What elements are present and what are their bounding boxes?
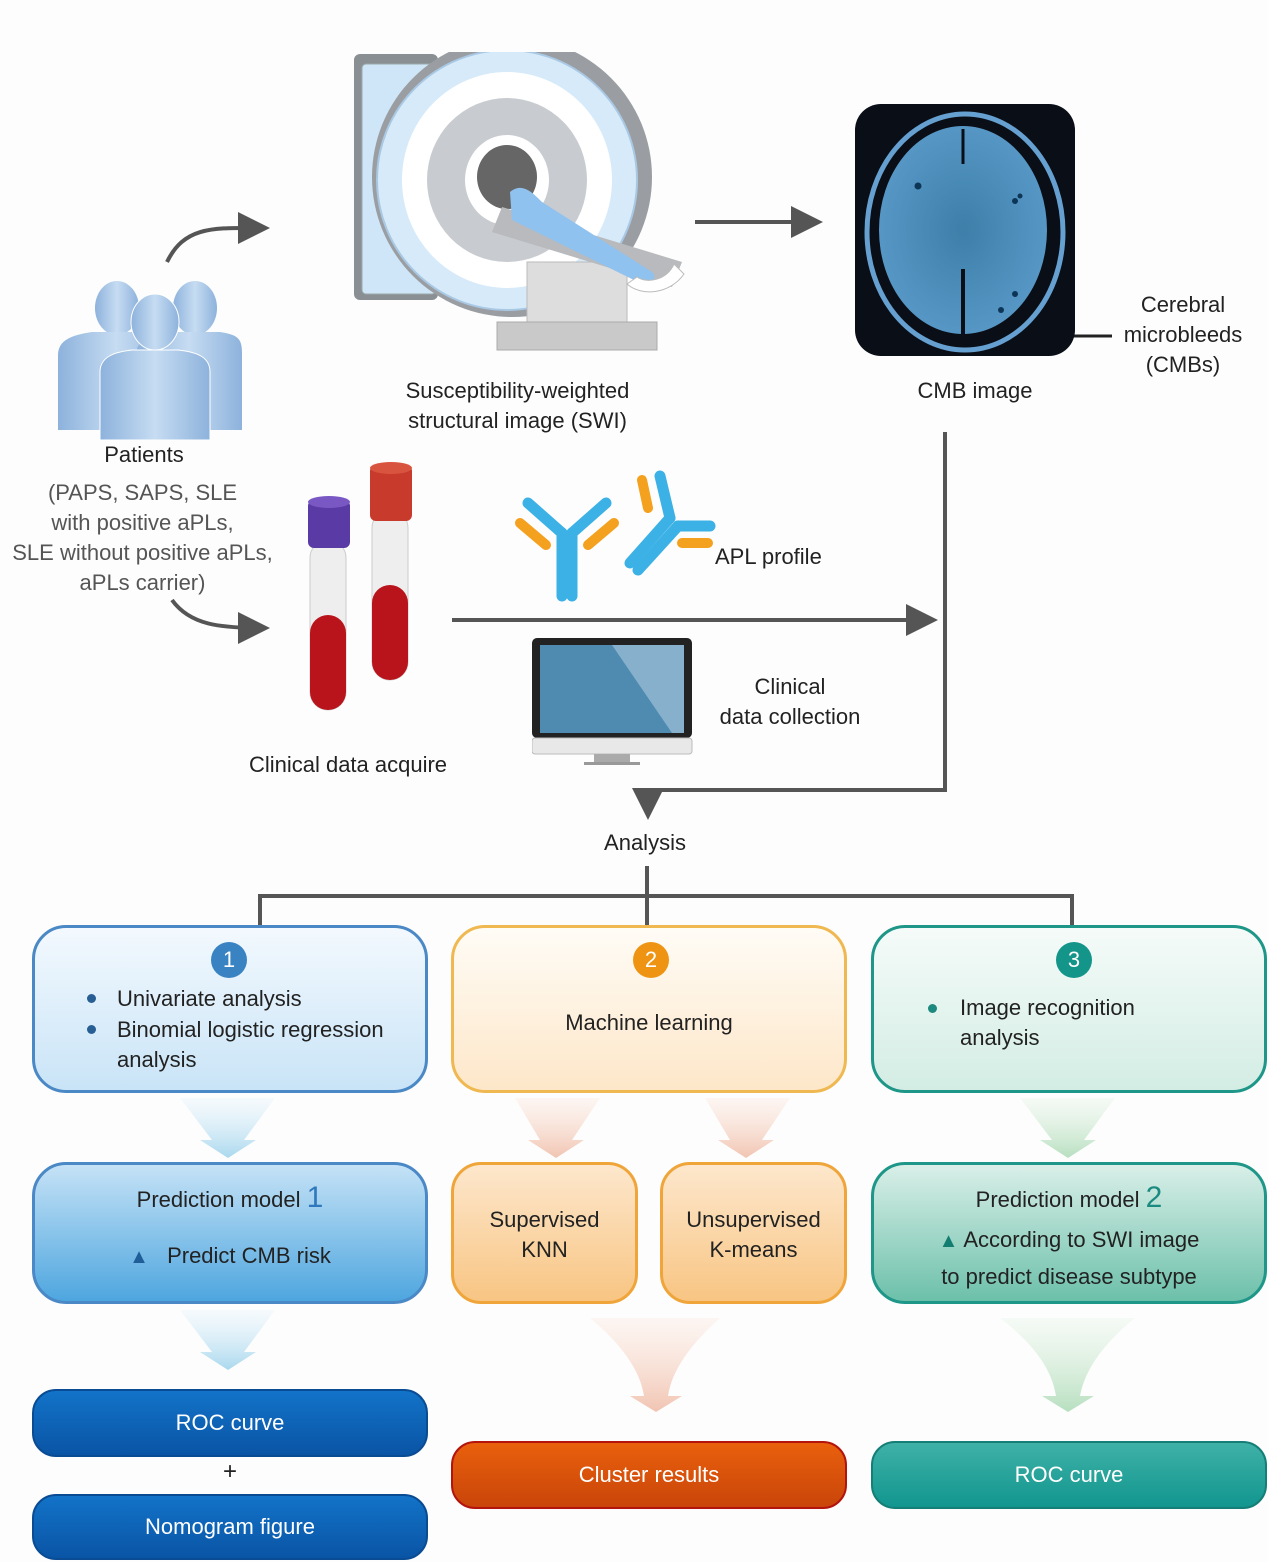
clinical-data-collection-label: Clinical data collection	[700, 672, 880, 732]
branch-3-item: Image recognition	[960, 995, 1135, 1020]
mri-scanner-icon	[354, 52, 685, 351]
cluster-results: Cluster results	[451, 1441, 847, 1509]
apl-profile-label: APL profile	[715, 544, 822, 569]
swi-label-line1: Susceptibility-weighted	[405, 378, 630, 403]
sub-line: K-means	[709, 1237, 798, 1262]
analysis-label: Analysis	[604, 830, 686, 855]
bullet-icon	[87, 1025, 96, 1034]
funnel-arrow-blue-1	[180, 1098, 275, 1158]
prediction-model-2-title: Prediction model 2	[874, 1183, 1264, 1215]
step-badge-2: 2	[633, 942, 669, 978]
patients-icon	[58, 281, 242, 440]
patient-group-line: aPLs carrier)	[79, 570, 206, 595]
prediction-model-1-title: Prediction model 1	[35, 1183, 425, 1215]
cmb-callout-line: Cerebral	[1140, 292, 1226, 317]
sub-line: Supervised	[489, 1207, 600, 1232]
branch-1-analysis-box: 1 Univariate analysis Binomial logistic …	[32, 925, 428, 1093]
supervised-knn-label: Supervised KNN	[454, 1205, 635, 1265]
prediction-model-1-detail: ▲ Predict CMB risk	[35, 1241, 425, 1272]
step-badge-1: 1	[211, 942, 247, 978]
nomogram-figure-result: Nomogram figure	[32, 1494, 428, 1560]
computer-icon	[532, 638, 693, 765]
model-number: 2	[1145, 1181, 1163, 1214]
sub-line: KNN	[521, 1237, 568, 1262]
unsupervised-kmeans-box: Unsupervised K-means	[660, 1162, 847, 1304]
funnel-arrow-orange-3	[590, 1318, 720, 1412]
patient-group-line: SLE without positive aPLs,	[12, 540, 273, 565]
bullet-icon	[87, 994, 96, 1003]
unsupervised-kmeans-label: Unsupervised K-means	[663, 1205, 844, 1265]
branch-1-item: Univariate analysis	[117, 986, 302, 1011]
model-title-text: Prediction model	[136, 1187, 301, 1212]
cmb-callout-label: Cerebral microbleeds (CMBs)	[1108, 290, 1258, 380]
patients-label: Patients	[104, 442, 184, 467]
machine-learning-label: Machine learning	[565, 1010, 733, 1035]
arrow-patients-to-blood	[170, 598, 270, 644]
roc-curve-result-2: ROC curve	[871, 1441, 1267, 1509]
funnel-arrow-teal-2	[1000, 1318, 1135, 1412]
funnel-arrow-orange-1	[515, 1098, 600, 1158]
branch-3-item: analysis	[960, 1025, 1040, 1050]
prediction-model-2-box: Prediction model 2 ▲ According to SWI im…	[871, 1162, 1267, 1304]
patient-group-line: (PAPS, SAPS, SLE	[47, 480, 238, 505]
cmb-callout-line: (CMBs)	[1145, 352, 1221, 377]
branch-3-analysis-box: 3 Image recognition analysis	[871, 925, 1267, 1093]
model-number: 1	[306, 1181, 324, 1214]
prediction-model-2-detail-2: to predict disease subtype	[941, 1264, 1197, 1289]
branch-2-analysis-box: 2 Machine learning	[451, 925, 847, 1093]
arrow-cmb-to-analysis	[632, 432, 947, 820]
supervised-knn-box: Supervised KNN	[451, 1162, 638, 1304]
bullet-icon	[928, 1004, 937, 1013]
patient-group-line: with positive aPLs,	[51, 510, 234, 535]
model-detail-text: Predict CMB risk	[167, 1243, 331, 1268]
prediction-model-1-box: Prediction model 1 ▲ Predict CMB risk	[32, 1162, 428, 1304]
plus-sign: +	[222, 1458, 237, 1485]
model-detail-text: According to SWI image	[963, 1227, 1200, 1252]
clinical-collection-line2: data collection	[719, 704, 861, 729]
funnel-arrow-teal-1	[1020, 1098, 1115, 1158]
patient-groups: (PAPS, SAPS, SLE with positive aPLs, SLE…	[0, 478, 295, 598]
clinical-data-acquire-label: Clinical data acquire	[248, 752, 448, 777]
funnel-arrow-orange-2	[705, 1098, 790, 1158]
sub-line: Unsupervised	[686, 1207, 821, 1232]
clinical-collection-line1: Clinical	[754, 674, 826, 699]
cmb-callout-line: microbleeds	[1123, 322, 1243, 347]
roc-curve-result-1: ROC curve	[32, 1389, 428, 1457]
antibody-icon	[515, 470, 716, 602]
triangle-icon: ▲	[129, 1246, 149, 1268]
branch-1-item: analysis	[117, 1047, 197, 1072]
cmb-image-label: CMB image	[917, 378, 1033, 403]
prediction-model-2-detail: ▲ According to SWI image	[874, 1225, 1264, 1256]
tree-connector	[258, 894, 1074, 925]
cmb-brain-image	[855, 104, 1075, 356]
swi-label: Susceptibility-weighted structural image…	[370, 376, 665, 436]
swi-label-line2: structural image (SWI)	[408, 408, 627, 433]
model-title-text: Prediction model	[975, 1187, 1140, 1212]
step-badge-3: 3	[1056, 942, 1092, 978]
triangle-icon: ▲	[938, 1230, 959, 1252]
blood-tubes-icon	[308, 462, 412, 711]
branch-1-item: Binomial logistic regression	[117, 1017, 384, 1042]
funnel-arrow-blue-2	[180, 1310, 275, 1370]
arrow-patients-to-mri	[165, 211, 270, 263]
